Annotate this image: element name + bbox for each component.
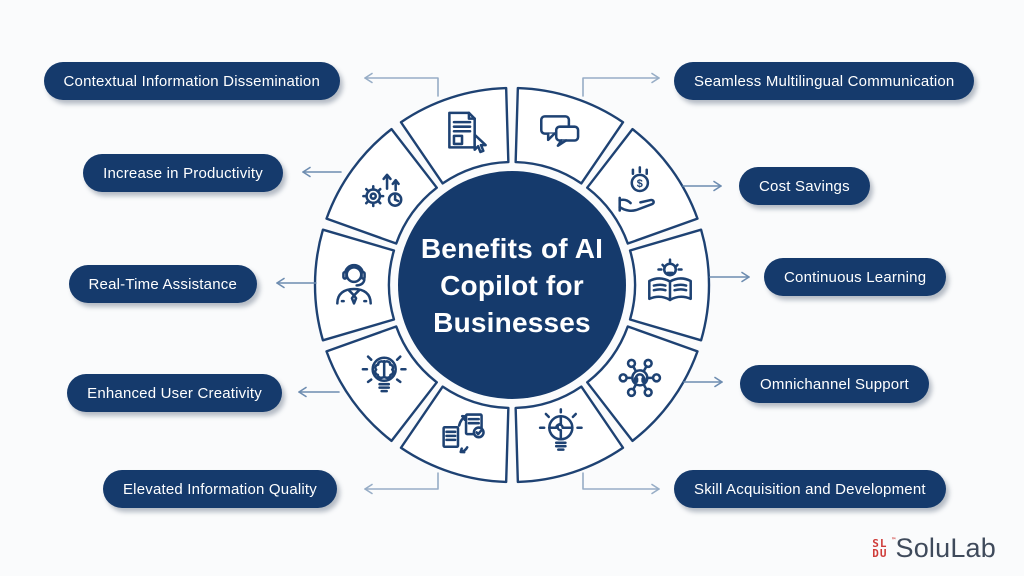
benefit-pill: Seamless Multilingual Communication [674,62,975,100]
wheel-segment [399,385,510,484]
benefit-pill: Increase in Productivity [83,154,283,192]
connector-arrow [582,72,660,97]
svg-text:$: $ [637,178,643,190]
wheel-segment [325,127,438,245]
solulab-logo-text: SoluLab [895,533,996,563]
wheel-center-circle [398,171,626,399]
connector-arrow [364,72,439,97]
trademark-symbol: ™ [891,536,896,544]
wheel-segment [586,127,699,245]
book-lightbulb-icon [648,258,692,302]
connector-arrow [682,180,722,192]
solulab-logo-mark-icon: SL DU ™ [872,536,896,560]
gears-growth-icon [362,173,403,208]
connector-arrow [582,472,660,495]
benefit-pill: Real-Time Assistance [68,265,257,303]
benefit-pill: Omnichannel Support [740,365,929,403]
document-hand-icon [448,111,487,154]
connector-arrow [364,472,439,495]
network-headset-icon [618,358,662,398]
brain-lightbulb-icon [361,355,407,393]
benefit-pill: Continuous Learning [764,258,947,296]
connector-arrow [298,386,340,398]
benefit-pill: Contextual Information Dissemination [43,62,340,100]
chat-bubbles-icon [540,115,580,147]
benefit-pill: Elevated Information Quality [102,470,337,508]
benefit-pill: Cost Savings [739,167,870,205]
connector-arrow [276,277,317,289]
solulab-logo: SL DU ™ SoluLab [872,533,996,564]
benefit-pill: Skill Acquisition and Development [674,470,946,508]
wheel-segment [313,228,396,342]
puzzle-lightbulb-icon [538,408,583,451]
connector-arrow [302,166,342,178]
dollar-hand-icon: $ [618,166,655,212]
support-agent-icon [336,263,372,305]
connector-arrow [683,376,723,388]
connector-arrow [709,271,750,283]
benefit-pill: Enhanced User Creativity [67,374,282,412]
documents-transfer-icon [442,413,485,454]
